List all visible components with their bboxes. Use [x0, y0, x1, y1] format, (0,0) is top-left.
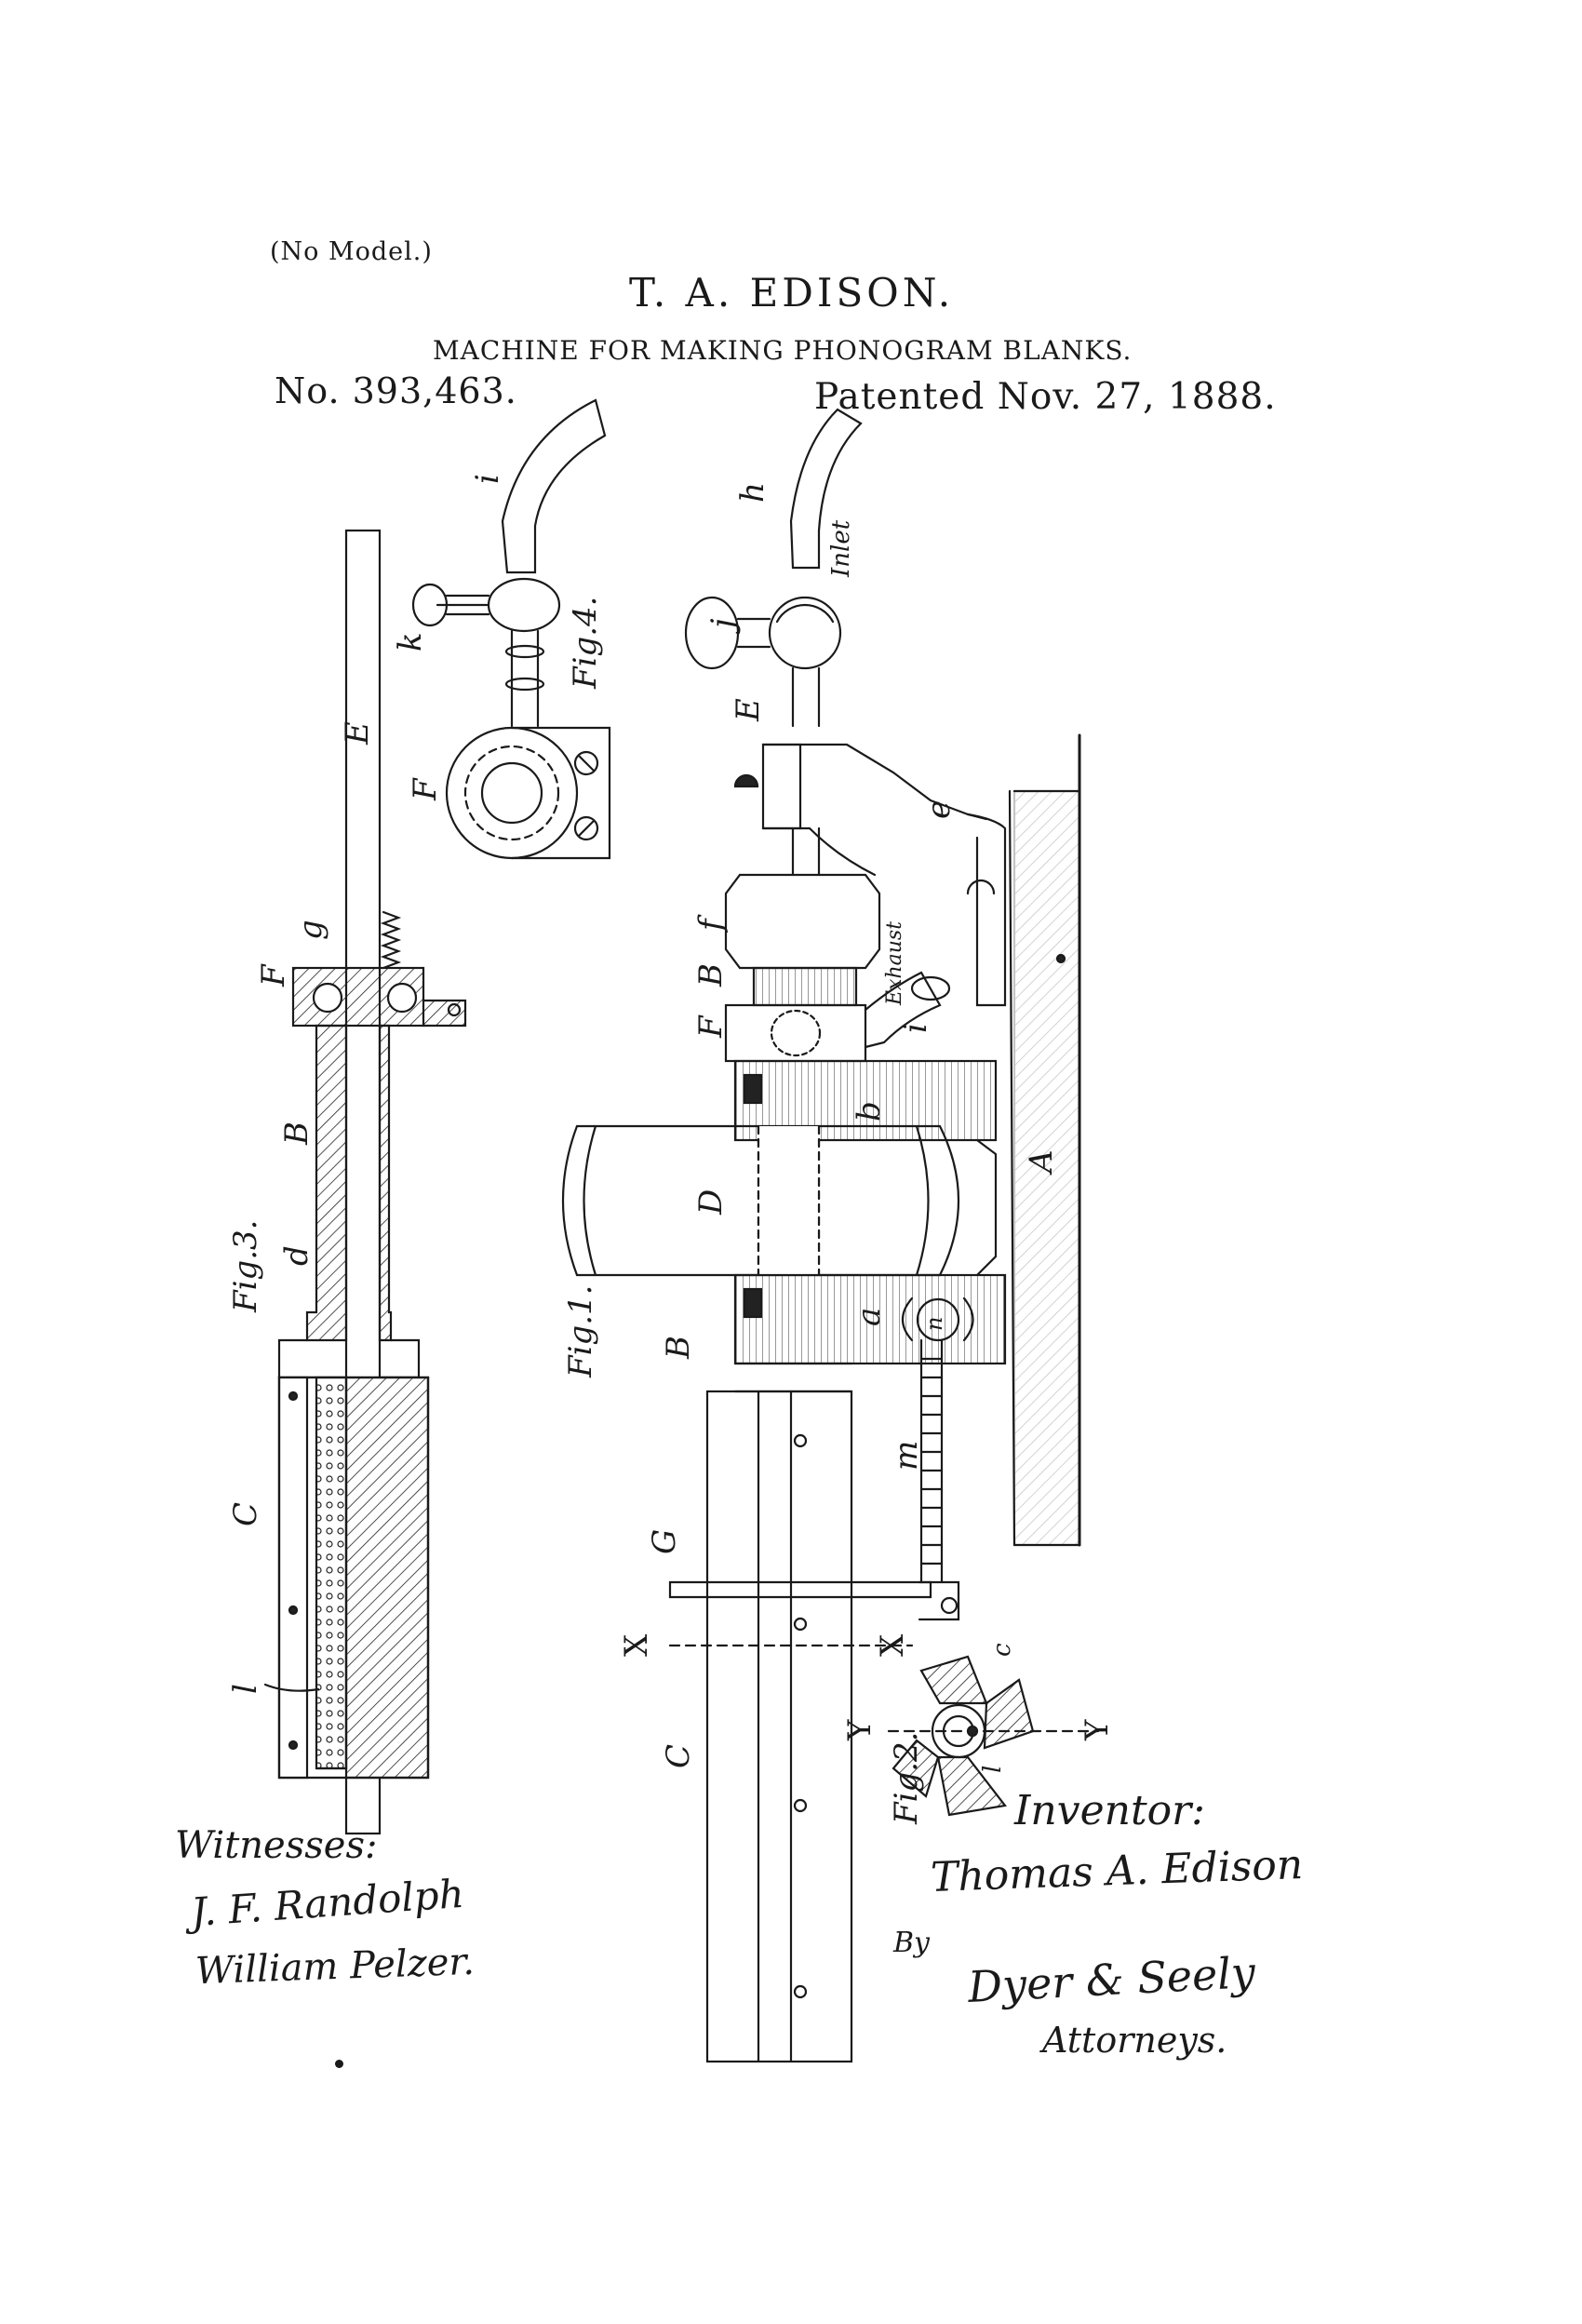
by-label: By [893, 1927, 930, 1959]
ref-b-fig3: B [278, 1122, 315, 1146]
ref-x-left: X [618, 1633, 655, 1657]
ref-e-fig1: E [730, 698, 767, 722]
ref-k-fig4: k [392, 632, 429, 652]
ref-m-fig1: m [888, 1441, 925, 1471]
figure-1-drawing [561, 408, 1100, 2063]
ref-d-fig1: D [692, 1189, 730, 1216]
ref-f-fig4: F [407, 777, 444, 801]
no-model-label: (No Model.) [270, 237, 433, 266]
figure-1-label: Fig.1. [562, 1285, 599, 1378]
ref-i-fig4: i [469, 474, 506, 484]
ref-g-fig3: g [292, 920, 329, 940]
figure-2-drawing [892, 1655, 1035, 1817]
patent-title: MACHINE FOR MAKING PHONOGRAM BLANKS. [433, 335, 1133, 366]
ref-f-upper-fig1: F [692, 1014, 730, 1039]
ref-a-lower-fig1: a [851, 1308, 888, 1326]
ref-n-fig1: n [921, 1317, 947, 1331]
inventor-name: T. A. EDISON. [629, 270, 955, 316]
ref-b-upper-fig1: B [692, 963, 730, 987]
ref-f-fig3: F [255, 963, 292, 987]
ref-i-fig1: i [897, 1023, 934, 1033]
ref-b-lower-fig1: b [851, 1101, 888, 1122]
ref-f-lower-fig1: f [692, 914, 730, 934]
figure-3-label: Fig.3. [227, 1220, 264, 1313]
witnesses-label: Witnesses: [175, 1824, 378, 1867]
patent-date: Patented Nov. 27, 1888. [814, 376, 1277, 418]
ref-e-lower-fig1: e [920, 800, 958, 819]
ink-dot [335, 2060, 343, 2068]
ref-c-fig2: c [988, 1643, 1016, 1657]
ref-j-fig1: j [704, 618, 742, 635]
ref-d-fig3: d [278, 1245, 315, 1266]
exhaust-label: Exhaust [883, 921, 906, 1006]
inventor-label: Inventor: [1014, 1787, 1205, 1834]
ref-l-fig3: l [227, 1684, 264, 1694]
ref-b-shaft-fig1: B [660, 1336, 697, 1360]
ref-e-fig3: E [339, 721, 376, 746]
ref-y-right: Y [1079, 1719, 1116, 1741]
figure-4-label: Fig.4. [567, 597, 604, 690]
figure-2-label: Fig.2. [888, 1732, 925, 1825]
inlet-label: Inlet [827, 519, 855, 578]
ref-c-fig3: C [227, 1502, 264, 1526]
ref-c-fig1: C [660, 1744, 697, 1768]
figure-3-drawing [263, 529, 467, 1835]
ref-g-fig1: G [646, 1529, 683, 1554]
patent-number: No. 393,463. [275, 370, 517, 411]
ref-a-base-fig1: A [1023, 1149, 1060, 1175]
ref-h-fig1: h [734, 482, 771, 503]
figure-4-drawing [411, 398, 611, 860]
ref-y-left: Y [841, 1719, 878, 1741]
attorneys-label: Attorneys. [1042, 2020, 1227, 2061]
ref-x-right: X [874, 1633, 911, 1657]
ref-l-fig2: l [979, 1766, 1007, 1773]
